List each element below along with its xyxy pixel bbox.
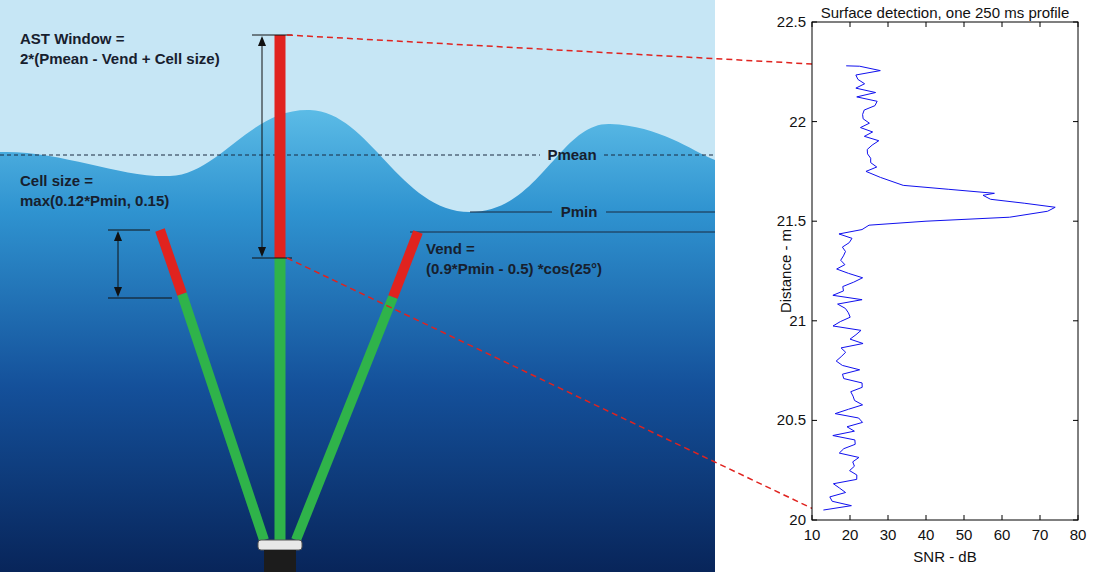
arrow-head [114, 287, 122, 297]
min-line [606, 212, 715, 213]
formula: max(0.12*Pmin, 0.15) [20, 192, 169, 209]
tick [812, 320, 817, 321]
instrument-head [258, 540, 302, 550]
tick-label: 21 [789, 312, 806, 329]
tick [888, 515, 889, 520]
tick-label: 22 [789, 113, 806, 130]
mean-line [0, 155, 540, 156]
tick-label: 10 [804, 526, 821, 543]
chart-title: Surface detection, one 250 ms profile [821, 4, 1069, 21]
formula-title: Cell size = [20, 172, 93, 189]
tick [1078, 22, 1079, 27]
tick [1073, 221, 1078, 222]
tick [1040, 22, 1041, 27]
dimension-line [262, 40, 263, 253]
formula-title: AST Window = [20, 30, 124, 47]
zoom-line [287, 35, 848, 66]
axis-title: Distance - m [777, 229, 794, 313]
beam-green [182, 294, 264, 540]
dimension-line [118, 234, 119, 294]
tick-label: 80 [1070, 526, 1087, 543]
tick [1073, 22, 1078, 23]
beam-red [160, 230, 182, 294]
tick [1078, 515, 1079, 520]
tick [812, 22, 817, 23]
tick [812, 420, 817, 421]
dimension-tick [108, 298, 172, 299]
tick-label: 22.5 [777, 13, 806, 30]
instrument-body [264, 550, 296, 572]
tick [926, 22, 927, 27]
tick-label: 60 [994, 526, 1011, 543]
sky [0, 0, 715, 572]
arrow-head [114, 231, 122, 241]
tick [812, 221, 817, 222]
tick [812, 515, 813, 520]
level-label: Pmean [547, 146, 596, 163]
tick [964, 22, 965, 27]
arrow-head [258, 36, 266, 46]
tick [1073, 420, 1078, 421]
tick [812, 22, 813, 27]
tick [964, 515, 965, 520]
dimension-tick [252, 35, 292, 36]
snr-trace [823, 66, 1055, 510]
snr-line [823, 66, 1055, 510]
tick-label: 40 [918, 526, 935, 543]
water [0, 110, 715, 572]
mean-line [604, 155, 715, 156]
tick-label: 21.5 [777, 213, 806, 230]
tick-label: 20 [789, 511, 806, 528]
arrow-head [258, 247, 266, 257]
tick [1002, 22, 1003, 27]
tick [1040, 515, 1041, 520]
tick [1073, 320, 1078, 321]
tick [812, 121, 817, 122]
zoom-line [287, 258, 826, 515]
axis-title: SNR - dB [913, 548, 976, 565]
tick [1002, 515, 1003, 520]
level-label: Pmin [561, 203, 598, 220]
tick-label: 50 [956, 526, 973, 543]
tick [926, 515, 927, 520]
tick [1073, 520, 1078, 521]
tick [888, 22, 889, 27]
tick [1073, 121, 1078, 122]
formula: (0.9*Pmin - 0.5) *cos(25°) [426, 260, 602, 277]
formula: 2*(Pmean - Vend + Cell size) [20, 50, 220, 67]
dimension-tick [108, 230, 150, 231]
tick [850, 515, 851, 520]
min-line [470, 212, 552, 213]
dimension-tick [252, 258, 292, 259]
beam-green [275, 258, 286, 540]
beam-green [296, 297, 393, 540]
tick [850, 22, 851, 27]
plot-frame [812, 22, 1078, 520]
formula-title: Vend = [426, 240, 475, 257]
beam-red [393, 232, 418, 297]
tick-label: 20.5 [777, 412, 806, 429]
axis-ticks [812, 22, 1078, 520]
tick-label: 70 [1032, 526, 1049, 543]
vend-line [410, 232, 715, 233]
tick-label: 30 [880, 526, 897, 543]
tick-label: 20 [842, 526, 859, 543]
beam-red [275, 35, 286, 258]
tick [812, 520, 817, 521]
